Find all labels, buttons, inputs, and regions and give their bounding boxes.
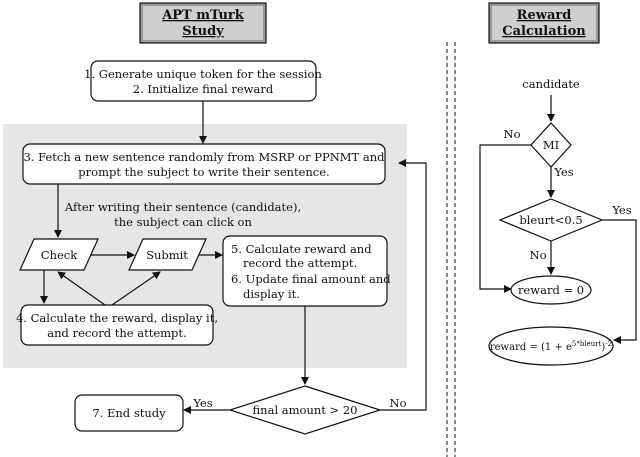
yes-label-mi: Yes	[553, 165, 573, 179]
yes-label-bleurt: Yes	[611, 203, 631, 217]
init-step-line-1: 1. Generate unique token for the session	[84, 67, 322, 81]
reward-zero-node: reward = 0	[510, 275, 592, 305]
calc-check-line-2: and record the attempt.	[47, 326, 186, 340]
submit-label: Submit	[146, 248, 188, 262]
reward-zero-label: reward = 0	[518, 283, 584, 297]
calc-submit-line-3: 6. Update final amount and	[231, 272, 391, 286]
bleurt-decision: bleurt<0.5	[498, 198, 604, 242]
calc-check-line-1: 4. Calculate the reward, display it,	[16, 311, 218, 325]
yes-label-final: Yes	[192, 396, 212, 410]
submit-node: Submit	[128, 238, 207, 271]
reward-formula: reward = (1 + e5*bleurt)-2	[490, 340, 612, 353]
note-line-2: the subject can click on	[114, 215, 252, 229]
arrow-calc4-to-submit	[111, 271, 161, 306]
mi-decision: MI	[530, 122, 572, 168]
no-label-bleurt: No	[530, 248, 547, 262]
left-title-line-2: Study	[182, 24, 224, 39]
arrow-bleurt-to-formula	[602, 219, 637, 344]
right-title-box: Reward Calculation	[488, 2, 600, 44]
mi-label: MI	[543, 138, 559, 152]
init-step-line-2: 2. Initialize final reward	[133, 82, 274, 96]
bleurt-label: bleurt<0.5	[519, 213, 582, 227]
end-study-label: 7. End study	[92, 406, 166, 420]
arrow-mi-no-to-zero	[479, 144, 531, 293]
right-title-line-2: Calculation	[502, 24, 586, 39]
end-study-box: 7. End study	[74, 394, 184, 432]
calc-submit-line-4: display it.	[243, 287, 300, 301]
calc-check-box: 4. Calculate the reward, display it, and…	[16, 304, 218, 346]
left-title-line-1: APT mTurk	[161, 8, 245, 23]
no-label-final: No	[390, 396, 407, 410]
no-label-mi: No	[504, 127, 521, 141]
reward-formula-node: reward = (1 + e5*bleurt)-2	[488, 326, 614, 366]
arrow-calc4-to-check-left	[57, 271, 106, 306]
fetch-step-line-2: prompt the subject to write their senten…	[78, 165, 329, 179]
calc-submit-line-1: 5. Calculate reward and	[231, 242, 372, 256]
note-line-1: After writing their sentence (candidate)…	[64, 200, 301, 214]
check-node: Check	[19, 238, 99, 271]
arrow-final-no-loop	[380, 159, 427, 411]
calc-submit-line-2: record the attempt.	[243, 256, 357, 270]
final-amount-decision: final amount > 20	[228, 385, 382, 435]
left-title-box: APT mTurk Study	[139, 2, 267, 44]
fetch-step-box: 3. Fetch a new sentence randomly from MS…	[22, 143, 386, 185]
candidate-label: candidate	[522, 77, 580, 91]
final-amount-label: final amount > 20	[253, 403, 358, 417]
check-label: Check	[41, 248, 78, 262]
fetch-step-line-1: 3. Fetch a new sentence randomly from MS…	[23, 150, 385, 164]
calc-submit-box: 5. Calculate reward and record the attem…	[222, 235, 391, 307]
init-step-box: 1. Generate unique token for the session…	[84, 60, 322, 102]
right-title-line-1: Reward	[517, 8, 572, 23]
